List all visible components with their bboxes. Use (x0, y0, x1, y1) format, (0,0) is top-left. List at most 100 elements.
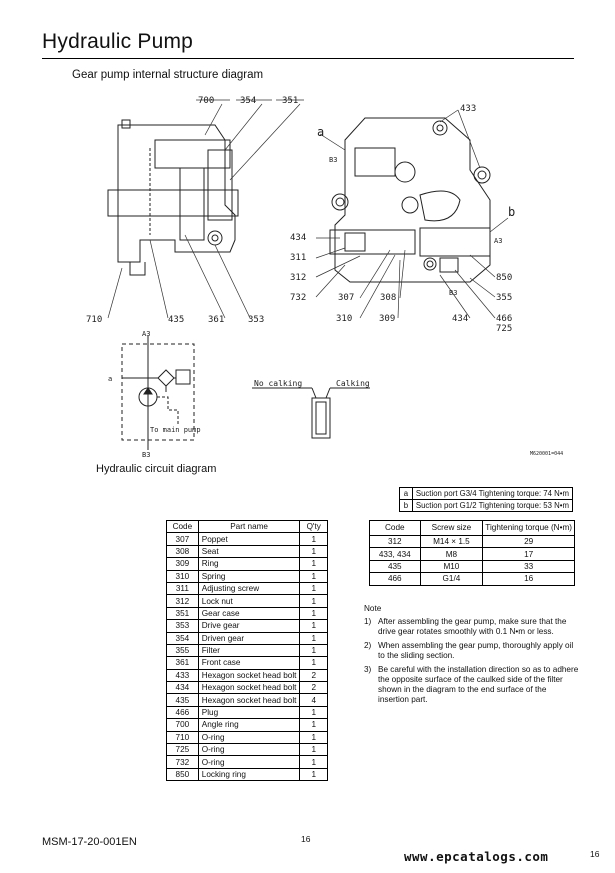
cell-part-name: Angle ring (197, 718, 301, 732)
cell-code: 311 (166, 581, 199, 596)
cell-code: 435 (369, 559, 421, 574)
label-434-bottom: 434 (452, 314, 468, 324)
calking-label: Calking (336, 379, 370, 388)
cell-code: 725 (166, 743, 199, 757)
footer-doc-code: MSM-17-20-001EN (42, 836, 137, 848)
label-b3-bottom: B3 (449, 289, 457, 297)
page-title: Hydraulic Pump (42, 30, 194, 53)
cell-part-name: Driven gear (197, 631, 301, 645)
label-850: 850 (496, 273, 512, 283)
label-435: 435 (168, 315, 184, 325)
cell-qty: 1 (299, 705, 328, 720)
cell-code: 309 (166, 557, 199, 571)
label-434-left: 434 (290, 233, 306, 243)
cell-part-name: O-ring (197, 730, 301, 745)
label-351: 351 (282, 96, 298, 106)
structure-diagram-caption: Gear pump internal structure diagram (72, 69, 264, 81)
label-361: 361 (208, 315, 224, 325)
note-number: 2) (364, 641, 372, 650)
cell-torque: 33 (482, 559, 575, 574)
cell-qty: 1 (299, 718, 328, 732)
cell-screw-size: M14 × 1.5 (419, 534, 484, 549)
cell-qty: 1 (299, 581, 328, 596)
port-description: Suction port G3/4 Tightening torque: 74 … (411, 487, 574, 500)
table-header-row: Code Screw size Tightening torque (N•m) (369, 520, 575, 536)
cell-part-name: Hexagon socket head bolt (197, 693, 301, 707)
table-header-row: Code Part name Q'ty (166, 519, 328, 534)
cell-code: 732 (166, 755, 199, 769)
footer-site-link[interactable]: www.epcatalogs.com (404, 849, 549, 864)
circuit-port-a3: A3 (142, 330, 150, 338)
tightening-torque-table: Code Screw size Tightening torque (N•m) … (369, 520, 575, 586)
cell-part-name: Drive gear (197, 619, 301, 633)
cell-part-name: Gear case (197, 606, 301, 621)
label-354: 354 (240, 96, 256, 106)
header-code: Code (369, 520, 421, 536)
gear-pump-structure-diagram: 700 354 351 710 435 361 353 (86, 96, 563, 459)
figure-code: M620001=044 (530, 451, 563, 457)
table-row: b Suction port G1/2 Tightening torque: 5… (399, 499, 574, 512)
cell-part-name: Front case (197, 656, 301, 670)
port-torque-table: a Suction port G3/4 Tightening torque: 7… (399, 487, 574, 512)
note-number: 1) (364, 617, 372, 626)
cell-qty: 1 (299, 730, 328, 745)
label-355: 355 (496, 293, 512, 303)
cell-code: 355 (166, 643, 199, 658)
header-code: Code (166, 519, 199, 534)
cell-code: 312 (166, 594, 199, 608)
cell-qty: 1 (299, 743, 328, 757)
cell-qty: 1 (299, 569, 328, 583)
cell-part-name: Adjusting screw (197, 581, 301, 596)
cell-qty: 1 (299, 619, 328, 633)
no-calking-label: No calking (254, 379, 302, 388)
cell-qty: 1 (299, 544, 328, 559)
cell-code: 850 (166, 767, 199, 782)
note-item: 3)Be careful with the installation direc… (364, 665, 579, 705)
cell-part-name: O-ring (197, 755, 301, 769)
table-row: a Suction port G3/4 Tightening torque: 7… (399, 487, 574, 500)
cell-code: 466 (369, 572, 421, 586)
cell-code: 433 (166, 668, 199, 683)
cell-screw-size: M8 (419, 547, 484, 561)
cell-part-name: Ring (197, 557, 301, 571)
label-a3: A3 (494, 237, 502, 245)
label-310: 310 (336, 314, 352, 324)
label-433: 433 (460, 104, 476, 114)
cell-code: 700 (166, 718, 199, 732)
cell-torque: 16 (482, 572, 575, 586)
cell-qty: 1 (299, 606, 328, 621)
cell-qty: 1 (299, 656, 328, 670)
to-main-pump-label: To main pump (150, 426, 201, 434)
header-tightening-torque: Tightening torque (N•m) (482, 520, 575, 536)
label-353: 353 (248, 315, 264, 325)
cell-qty: 2 (299, 681, 328, 695)
cell-qty: 2 (299, 668, 328, 683)
note-text: After assembling the gear pump, make sur… (378, 617, 567, 636)
cell-code: 435 (166, 693, 199, 707)
cell-part-name: Poppet (197, 532, 301, 546)
cell-qty: 1 (299, 532, 328, 546)
label-312: 312 (290, 273, 306, 283)
label-732: 732 (290, 293, 306, 303)
cell-qty: 1 (299, 631, 328, 645)
note-item: 1) After assembling the gear pump, make s… (364, 617, 579, 637)
